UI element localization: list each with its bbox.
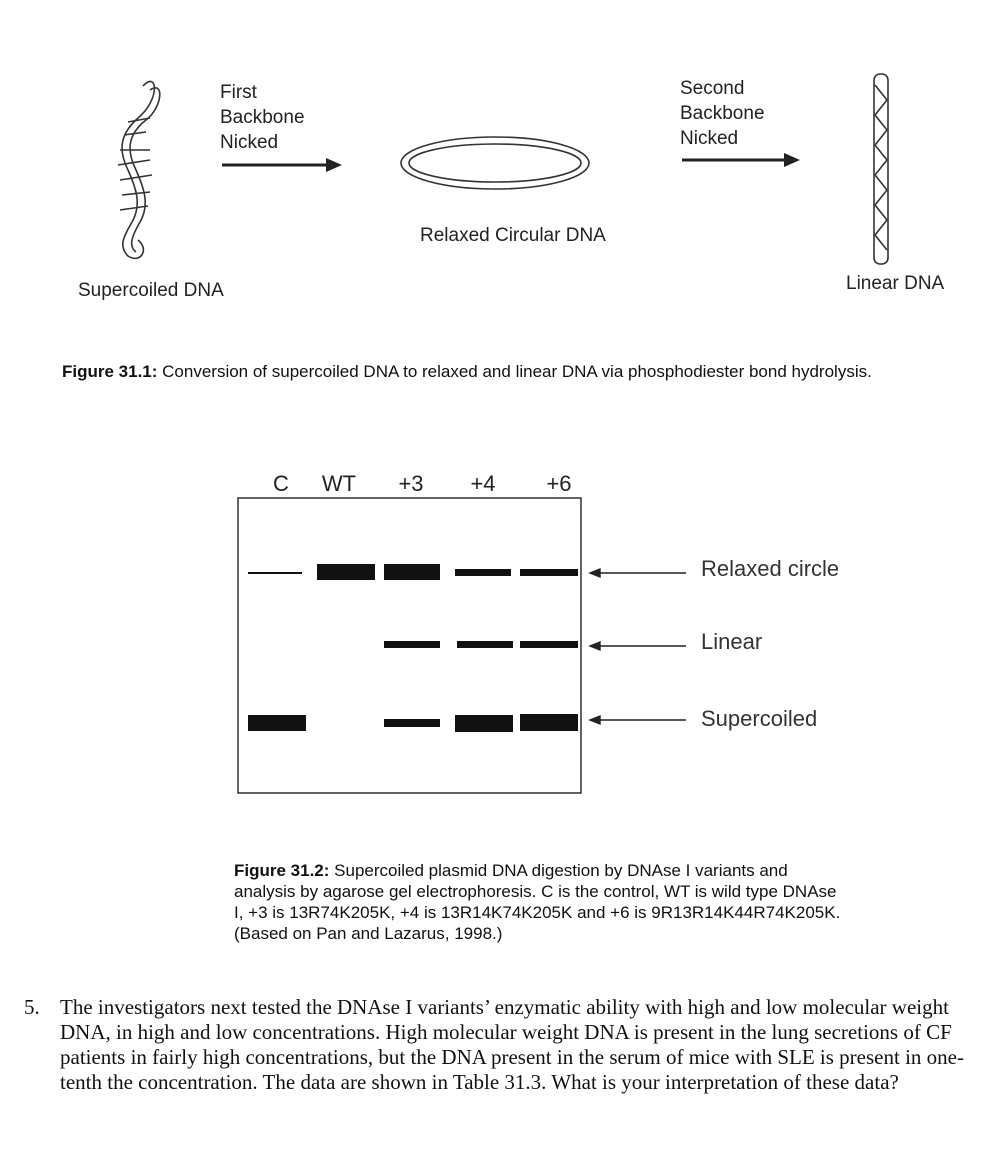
band-4-supercoiled (455, 715, 513, 732)
band-3-relaxed (384, 564, 440, 580)
band-c-supercoiled (248, 715, 306, 731)
lane-label-6: +6 (536, 471, 582, 497)
band-c-relaxed (248, 572, 302, 574)
band-6-supercoiled (520, 714, 578, 731)
figure-31-1-caption-text: Conversion of supercoiled DNA to relaxed… (157, 362, 871, 381)
band-wt-relaxed (317, 564, 375, 580)
figure-31-2-caption-title: Figure 31.2: (234, 861, 329, 880)
lane-label-c: C (266, 471, 296, 497)
band-3-linear (384, 641, 440, 648)
linear-dna-label: Linear DNA (846, 271, 944, 296)
band-3-supercoiled (384, 719, 440, 727)
lane-label-3: +3 (388, 471, 434, 497)
bands-linear (384, 641, 578, 648)
figure-31-1-caption: Figure 31.1: Conversion of supercoiled D… (62, 361, 922, 382)
bands-supercoiled (248, 714, 578, 732)
linear-dna-icon (874, 74, 888, 264)
supercoiled-dna-label: Supercoiled DNA (78, 278, 224, 303)
arrow-second-nick (682, 153, 800, 167)
first-nick-label: First Backbone Nicked (220, 80, 305, 155)
band-6-relaxed (520, 569, 578, 576)
band-4-relaxed (455, 569, 511, 576)
band-6-linear (520, 641, 578, 648)
gel-pointer-arrows (590, 569, 686, 724)
supercoiled-dna-icon (118, 81, 160, 258)
second-nick-label: Second Backbone Nicked (680, 76, 765, 151)
lane-label-wt: WT (316, 471, 362, 497)
relaxed-circle-icon (401, 137, 589, 189)
figure-31-2-caption: Figure 31.2: Supercoiled plasmid DNA dig… (234, 860, 844, 944)
figure-31-1-caption-title: Figure 31.1: (62, 362, 157, 381)
question-text: The investigators next tested the DNAse … (60, 995, 1000, 1095)
bands-relaxed-circle (248, 564, 578, 580)
arrow-first-nick (222, 158, 342, 172)
band-4-linear (457, 641, 513, 648)
band-label-linear: Linear (701, 629, 762, 655)
band-label-relaxed-circle: Relaxed circle (701, 556, 839, 582)
relaxed-circular-label: Relaxed Circular DNA (420, 223, 606, 248)
question-number: 5. (24, 995, 54, 1020)
band-label-supercoiled: Supercoiled (701, 706, 817, 732)
lane-label-4: +4 (460, 471, 506, 497)
